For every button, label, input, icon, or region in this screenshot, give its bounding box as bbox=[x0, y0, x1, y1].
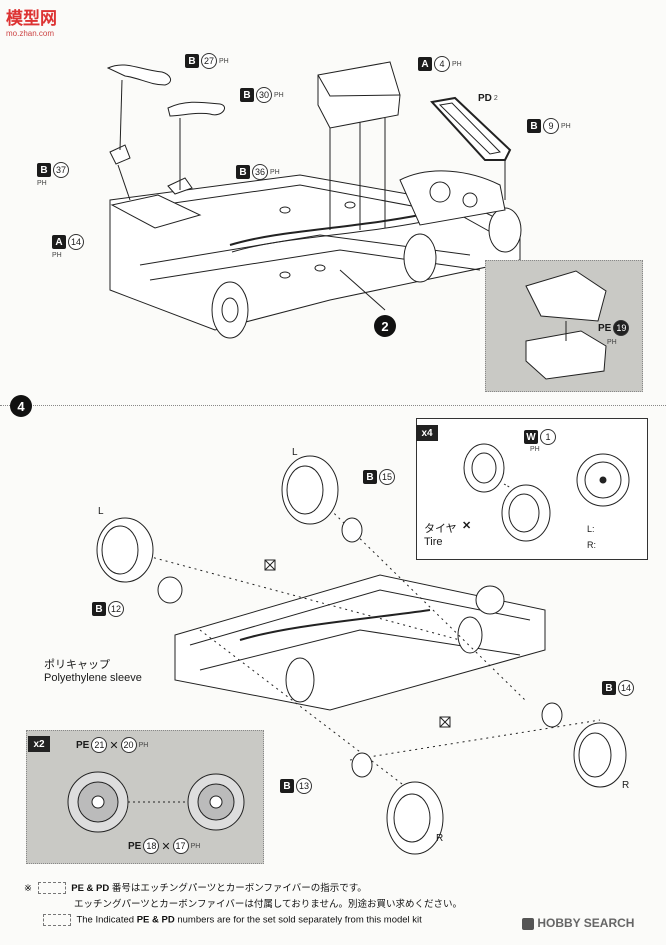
sleeve-label-en: Polyethylene sleeve bbox=[44, 672, 142, 684]
tire-inset-drawing bbox=[463, 443, 630, 542]
footer-text-jp: 番号はエッチングパーツとカーボンファイバーの指示です。 bbox=[111, 883, 367, 894]
watermark-sub: mo.zhan.com bbox=[6, 29, 55, 38]
footer-dashbox-2 bbox=[43, 914, 71, 926]
wheel-right-label: R bbox=[436, 833, 444, 844]
step4-wheel-drawing bbox=[96, 455, 627, 855]
footer-text-en-pre: The Indicated bbox=[76, 914, 135, 926]
part-label-b36: B 36 PH bbox=[236, 164, 280, 180]
hobby-search-text: HOBBY SEARCH bbox=[537, 916, 635, 930]
part-label-a14: A 14 PH bbox=[52, 234, 92, 259]
footer-note-en: The Indicated PE & PD numbers are for th… bbox=[40, 914, 520, 926]
multiplier-x2: x2 bbox=[28, 736, 50, 752]
wheel-left-label-top: L bbox=[292, 447, 298, 458]
footer-label-en: PE & PD bbox=[136, 914, 175, 926]
part-label-b27: B 27 PH bbox=[185, 53, 229, 69]
footer-label-jp: PE & PD bbox=[71, 883, 110, 894]
part-label-pd2: PD 2 bbox=[478, 93, 498, 104]
part-ph-w1: PH bbox=[530, 446, 540, 453]
pe21-label: PE 21 ✕ 20 PH bbox=[76, 737, 149, 753]
tire-label-en: Tire bbox=[424, 536, 443, 548]
part-label-w1: W 1 bbox=[524, 429, 556, 445]
sleeve-label-jp: ポリキャップ bbox=[44, 659, 110, 671]
watermark-logo: 模型网 mo.zhan.com bbox=[6, 4, 57, 38]
tire-label-jp: タイヤ bbox=[424, 523, 457, 535]
part-label-a4: A 4 PH bbox=[418, 56, 462, 72]
brake-inset-drawing bbox=[67, 771, 245, 833]
part-label-b14: B 14 bbox=[602, 680, 634, 696]
part-label-b13: B 13 bbox=[280, 778, 312, 794]
hobby-search-logo: HOBBY SEARCH bbox=[522, 916, 634, 930]
footer-dashbox-1 bbox=[37, 882, 66, 895]
wheel-right-label-top: R bbox=[622, 780, 630, 791]
wheel-left-label: L bbox=[98, 506, 104, 517]
part-label-b15: B 15 bbox=[363, 469, 395, 485]
footer-note-jp-line2: エッチングパーツとカーボンファイバーは付属しておりません。別途お買い求めください… bbox=[74, 899, 462, 910]
pe18-x-mark: ✕ bbox=[161, 839, 171, 853]
step-number-2: 2 bbox=[374, 315, 396, 337]
inset-ph-label: PH bbox=[607, 339, 617, 346]
tire-x-mark: ✕ bbox=[462, 520, 472, 532]
right-ph-label: R: bbox=[587, 540, 596, 550]
footer-note-jp: ※ PE & PD 番号はエッチングパーツとカーボンファイバーの指示です。 bbox=[24, 880, 644, 895]
inset-box-drawing bbox=[525, 270, 607, 380]
part-label-b12: B 12 bbox=[92, 601, 124, 617]
part-label-b30: B 30 PH bbox=[240, 87, 284, 103]
watermark-title: 模型网 bbox=[6, 9, 57, 28]
footer-text-en: numbers are for the set sold separately … bbox=[177, 914, 422, 926]
step-number-4: 4 bbox=[10, 395, 32, 417]
asterisk-mark: ※ bbox=[24, 883, 32, 894]
multiplier-x4: x4 bbox=[416, 425, 438, 441]
step2-chassis-drawing bbox=[106, 61, 522, 339]
pe18-label: PE 18 ✕ 17 PH bbox=[128, 838, 201, 854]
section-separator bbox=[0, 405, 666, 406]
hobby-search-icon bbox=[522, 917, 534, 930]
pe21-x-mark: ✕ bbox=[109, 738, 119, 752]
part-label-b9: B 9 PH bbox=[527, 118, 571, 134]
part-label-b37: B 37 PH bbox=[37, 162, 77, 187]
left-ph-label: L: bbox=[587, 524, 595, 534]
inset-pe19-label: PE 19 bbox=[598, 320, 630, 336]
